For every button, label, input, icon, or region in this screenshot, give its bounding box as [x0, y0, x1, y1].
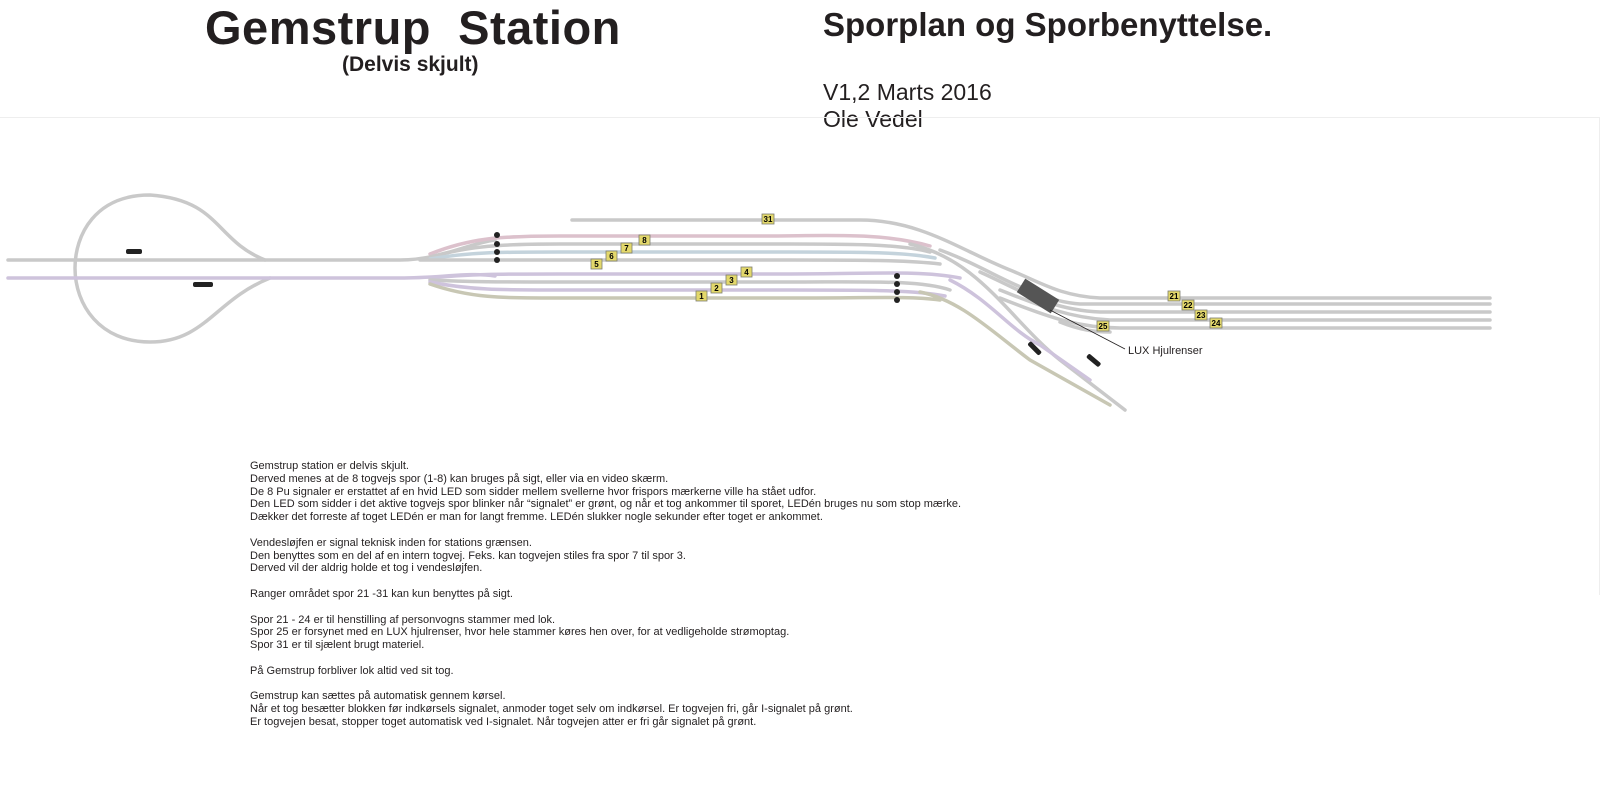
badge-1-text: 1	[699, 292, 704, 301]
main-line-upper	[6, 238, 497, 262]
signal-icon	[894, 297, 900, 303]
badge-6-text: 6	[609, 252, 614, 261]
notes-line: Gemstrup station er delvis skjult.	[250, 460, 409, 472]
signal-icon	[494, 232, 500, 238]
badge-23: 23	[1194, 309, 1208, 321]
signal-icon	[193, 282, 213, 287]
track-22	[978, 270, 1492, 314]
signal-icon	[1086, 354, 1101, 367]
notes-paragraph-6: Gemstrup kan sættes på automatisk gennem…	[250, 690, 1150, 728]
badge-5: 5	[590, 258, 603, 270]
notes-line: Når et tog besætter blokken før indkørse…	[250, 703, 853, 716]
station-title: Gemstrup Station	[205, 1, 621, 54]
badge-8-text: 8	[642, 236, 647, 245]
signal-icon	[1028, 341, 1042, 355]
track-25	[1058, 320, 1112, 334]
signal-icon	[894, 281, 900, 287]
badge-25-text: 25	[1099, 322, 1108, 331]
exit-line-lower	[918, 290, 1112, 407]
track-5	[418, 258, 942, 266]
badge-3: 3	[725, 274, 738, 286]
signal-icon	[894, 289, 900, 295]
notes-line: Spor 21 - 24 er til henstilling af perso…	[250, 613, 556, 626]
badge-8: 8	[638, 234, 651, 246]
notes-line: Vendesløjfen er signal teknisk inden for…	[250, 536, 532, 549]
author-text: Ole Vedel	[823, 106, 923, 132]
badge-22: 22	[1181, 299, 1195, 311]
track-3	[428, 278, 952, 292]
notes-paragraph-4: Spor 21 - 24 er til henstilling af perso…	[250, 614, 1150, 652]
badge-3-text: 3	[729, 276, 734, 285]
track-badges: 1 2 3 4 5 6 7 8 21 22 23 24 25 31	[590, 213, 1223, 332]
badge-4: 4	[740, 266, 753, 278]
badge-2: 2	[710, 282, 723, 294]
notes-line: På Gemstrup forbliver lok altid ved sit …	[250, 664, 454, 677]
badge-22-text: 22	[1184, 301, 1193, 310]
badge-24-text: 24	[1212, 319, 1221, 328]
signal-icon	[126, 249, 142, 254]
badge-2-text: 2	[714, 284, 719, 293]
notes-line: Ranger området spor 21 -31 kan kun benyt…	[250, 587, 513, 600]
badge-31: 31	[761, 213, 775, 225]
badge-5-text: 5	[594, 260, 599, 269]
track-1	[428, 282, 942, 302]
frame-divider	[0, 117, 1600, 118]
badge-23-text: 23	[1197, 311, 1206, 320]
track-8	[428, 233, 932, 256]
station-subtitle: (Delvis skjult)	[342, 53, 479, 76]
notes-line: Den LED som sidder i det aktive togvejs …	[250, 498, 962, 511]
badge-31-text: 31	[764, 215, 773, 224]
track-23	[998, 288, 1492, 322]
track-layer	[6, 193, 1492, 412]
track-4	[428, 271, 962, 280]
badge-1: 1	[695, 290, 708, 302]
version-block: V1,2 Marts 2016 Ole Vedel	[823, 79, 992, 133]
track-2	[428, 280, 947, 298]
track-31	[570, 218, 1492, 300]
main-line-lower	[6, 272, 497, 280]
track-7	[428, 242, 932, 259]
track-21	[938, 248, 1492, 306]
notes-paragraph-3: Ranger området spor 21 -31 kan kun benyt…	[250, 588, 1150, 601]
notes-line: Gemstrup kan sættes på automatisk gennem…	[250, 690, 506, 703]
notes-line: Spor 31 er til sjælent brugt materiel.	[250, 639, 425, 652]
lux-label: LUX Hjulrenser	[1128, 345, 1203, 357]
track-6	[428, 250, 937, 261]
track-24	[998, 296, 1492, 330]
notes-line: Derved menes at de 8 togvejs spor (1-8) …	[250, 472, 669, 485]
notes-paragraph-1: Gemstrup station er delvis skjult. Derve…	[250, 460, 1150, 524]
signal-icon	[494, 257, 500, 263]
notes-line: Den benyttes som en del af en intern tog…	[250, 549, 686, 562]
notes-line: Dækker det forreste af toget LEDén er ma…	[250, 511, 823, 524]
notes-line: Er togvejen besat, stopper toget automat…	[250, 715, 757, 728]
badge-21-text: 21	[1170, 292, 1179, 301]
badge-6: 6	[605, 250, 618, 262]
notes-paragraph-5: På Gemstrup forbliver lok altid ved sit …	[250, 665, 1150, 678]
notes-line: De 8 Pu signaler er erstattet af en hvid…	[250, 485, 817, 498]
notes-line: Spor 25 er forsynet med en LUX hjulrense…	[250, 626, 790, 639]
signal-group-west	[126, 232, 1101, 367]
reversing-loop-track	[73, 193, 272, 344]
lux-wheel-cleaner: LUX Hjulrenser	[1016, 278, 1203, 357]
badge-21: 21	[1167, 290, 1181, 302]
version-text: V1,2 Marts 2016	[823, 79, 992, 105]
description-notes: Gemstrup station er delvis skjult. Derve…	[250, 460, 1150, 742]
badge-25: 25	[1096, 320, 1110, 332]
signal-icon	[494, 249, 500, 255]
badge-24: 24	[1209, 317, 1223, 329]
notes-line: Derved vil der aldrig holde et tog i ven…	[250, 562, 483, 575]
signal-icon	[894, 273, 900, 279]
exit-line-lilac	[948, 278, 1092, 382]
plan-title: Sporplan og Sporbenyttelse.	[823, 6, 1273, 43]
badge-7-text: 7	[624, 244, 629, 253]
badge-4-text: 4	[744, 268, 749, 277]
notes-paragraph-2: Vendesløjfen er signal teknisk inden for…	[250, 537, 1150, 575]
signal-icon	[494, 241, 500, 247]
badge-7: 7	[620, 242, 633, 254]
